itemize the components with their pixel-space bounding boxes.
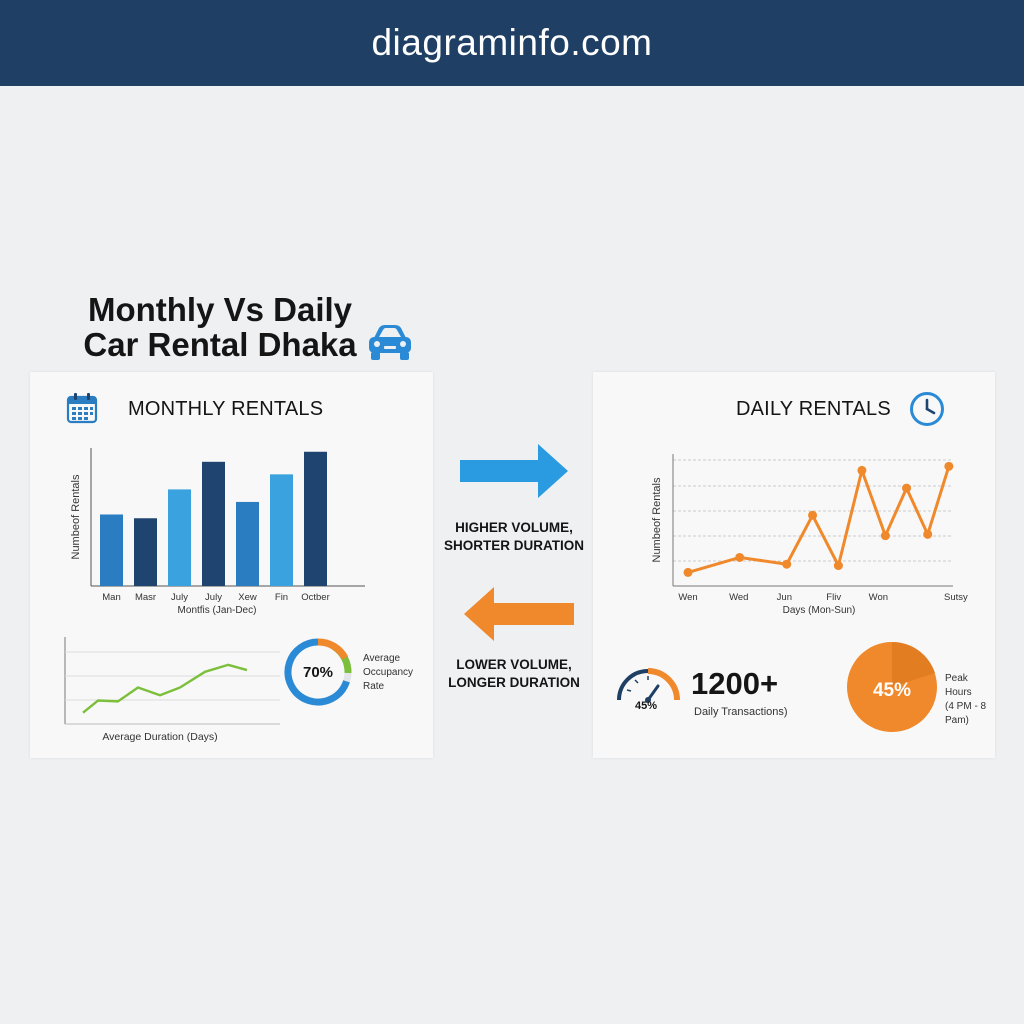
bar-tick-label: Xew xyxy=(238,592,257,603)
daily-tick-label: Wed xyxy=(729,592,748,603)
bar xyxy=(134,518,157,586)
peak-label-line: (4 PM - 8 Pam) xyxy=(945,701,987,726)
car-icon xyxy=(369,325,411,360)
lower-volume-line: LONGER DURATION xyxy=(448,675,580,690)
arrow-right-icon xyxy=(460,444,568,498)
bar xyxy=(100,514,123,586)
peak-hours-pie: 45% xyxy=(847,641,937,732)
transactions-label: Daily Transactions) xyxy=(694,706,788,718)
daily-point xyxy=(857,465,867,475)
daily-tick-label: Sutsy xyxy=(944,592,968,603)
daily-point xyxy=(683,567,693,577)
daily-tick-label: Won xyxy=(869,592,888,603)
monthly-panel: MONTHLY RENTALS Numbeof Rentals Man Masr J… xyxy=(30,372,433,758)
lower-volume-line: LOWER VOLUME, xyxy=(456,657,572,672)
bar-tick-label: Masr xyxy=(135,592,156,603)
daily-line-chart: Numbeof Rentals Wen Wed Jun Fliv Won Sutsy Da… xyxy=(651,454,968,616)
daily-point xyxy=(808,510,818,520)
higher-volume-line: SHORTER DURATION xyxy=(444,538,584,553)
daily-point xyxy=(880,531,890,541)
monthly-title: MONTHLY RENTALS xyxy=(128,398,324,420)
bar-tick-label: July xyxy=(205,592,222,603)
daily-y-label: Numbeof Rentals xyxy=(651,477,663,562)
higher-volume-line: HIGHER VOLUME, xyxy=(455,520,573,535)
bar xyxy=(236,501,259,586)
peak-label: Peak Hours (4 PM - 8 Pam) xyxy=(945,672,995,728)
peak-pie-slice xyxy=(892,641,935,687)
duration-series-line xyxy=(82,663,248,714)
gauge-value: 45% xyxy=(635,700,658,712)
daily-series-line xyxy=(687,465,951,574)
bar-x-label: Montfis (Jan-Dec) xyxy=(178,605,257,616)
daily-point xyxy=(782,559,792,569)
bar xyxy=(168,489,191,586)
bar-y-label: Numbeof Rentals xyxy=(70,474,82,559)
daily-x-label: Days (Mon-Sun) xyxy=(783,605,856,616)
occupancy-value: 70% xyxy=(303,664,333,681)
daily-point xyxy=(944,461,954,471)
occupancy-donut: 70% xyxy=(284,638,352,706)
calendar-icon xyxy=(66,393,98,424)
clock-icon xyxy=(910,392,944,426)
page-title: Monthly Vs Daily Car Rental Dhaka xyxy=(70,292,370,362)
occupancy-label: Average Occupancy Rate xyxy=(363,652,413,694)
site-name[interactable]: diagraminfo.com xyxy=(371,22,653,63)
title-line-2: Car Rental Dhaka xyxy=(83,326,357,363)
occupancy-label-line: Average xyxy=(363,653,401,664)
occupancy-label-line: Occupancy xyxy=(363,667,414,678)
daily-tick-label: Jun xyxy=(777,592,792,603)
peak-value: 45% xyxy=(873,680,911,701)
peak-label-line: Peak Hours xyxy=(945,673,972,698)
bar-tick-label: Fin xyxy=(275,592,288,603)
bar-tick-label: July xyxy=(171,592,188,603)
monthly-bar-chart: Numbeof Rentals Man Masr July July Xew Fin Oct… xyxy=(70,448,365,616)
higher-volume-label: HIGHER VOLUME, SHORTER DURATION xyxy=(440,519,588,555)
donut-accent-arc xyxy=(317,638,349,660)
daily-point xyxy=(902,483,912,493)
daily-point xyxy=(923,529,933,539)
lower-volume-label: LOWER VOLUME, LONGER DURATION xyxy=(440,656,588,692)
title-line-1: Monthly Vs Daily xyxy=(87,291,353,328)
bar-tick-label: Octber xyxy=(301,592,330,603)
daily-panel: DAILY RENTALS Numbeof Rentals Wen Wed Jun F… xyxy=(593,372,995,758)
daily-tick-label: Fliv xyxy=(826,592,841,603)
occupancy-label-line: Rate xyxy=(363,681,385,692)
daily-title: DAILY RENTALS xyxy=(736,398,891,420)
daily-point xyxy=(833,561,843,571)
arrow-left-icon xyxy=(464,587,574,641)
bar xyxy=(202,461,225,586)
transactions-value: 1200+ xyxy=(691,666,779,701)
site-header: diagraminfo.com xyxy=(0,0,1024,86)
daily-point xyxy=(735,552,745,562)
duration-line-chart: Average Duration (Days) xyxy=(64,637,280,743)
bar-tick-label: Man xyxy=(102,592,120,603)
gauge-icon xyxy=(617,668,680,703)
bar xyxy=(304,451,327,586)
duration-label: Average Duration (Days) xyxy=(102,731,217,743)
bar xyxy=(270,474,293,586)
daily-tick-label: Wen xyxy=(678,592,697,603)
